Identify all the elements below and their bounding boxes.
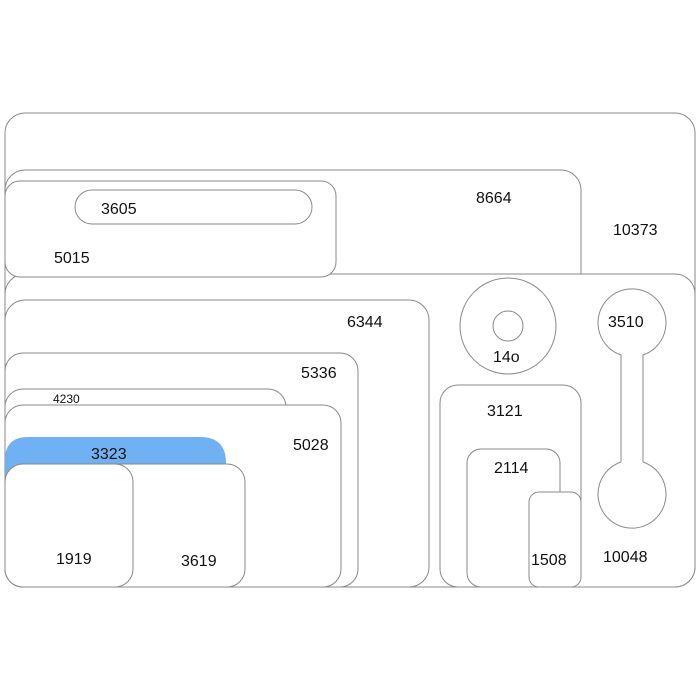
label-1919: 1919 [56,551,92,568]
label-6344: 6344 [347,314,383,331]
container-1508 [528,491,582,588]
label-10048: 10048 [603,549,648,566]
label-14o: 14o [493,349,520,366]
label-10373: 10373 [613,222,658,239]
dumbbell-3510 [597,288,667,529]
container-1919 [4,463,134,588]
pill-3605 [74,189,313,225]
label-1508: 1508 [531,552,567,569]
label-3121: 3121 [487,403,523,420]
label-5336: 5336 [301,365,337,382]
label-2114: 2114 [494,460,529,477]
label-8664: 8664 [476,190,512,207]
label-3510: 3510 [608,314,644,331]
label-5028: 5028 [293,437,329,454]
label-5015: 5015 [54,250,90,267]
label-4230: 4230 [53,392,80,406]
label-3605: 3605 [101,201,137,218]
label-3619: 3619 [181,553,217,570]
label-3323: 3323 [91,446,127,463]
disc-14o-hole [492,310,524,342]
